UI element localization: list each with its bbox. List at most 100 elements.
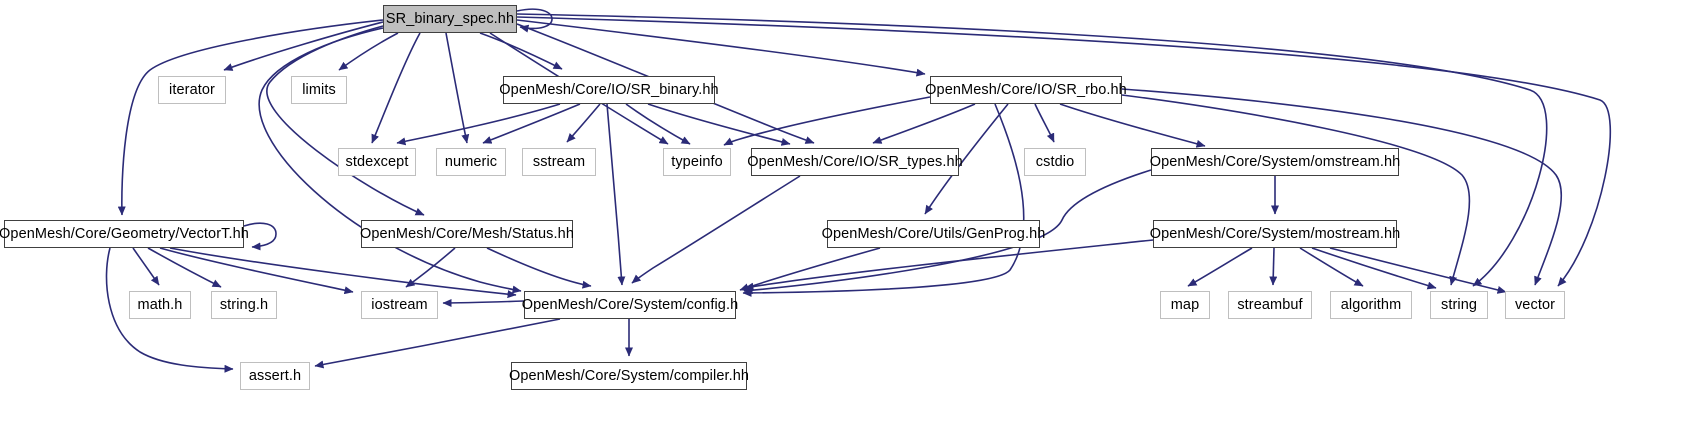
node-genprog-hh[interactable]: OpenMesh/Core/Utils/GenProg.hh <box>822 220 1045 248</box>
node-sr-binary-hh[interactable]: OpenMesh/Core/IO/SR_binary.hh <box>499 76 719 104</box>
edge-root-numeric <box>445 32 470 144</box>
edge-srbinary-sstream <box>566 103 601 143</box>
node-map[interactable]: map <box>1160 291 1210 319</box>
node-vector[interactable]: vector <box>1505 291 1565 319</box>
edges-from-genprog <box>739 247 881 292</box>
edge-vectort-assert <box>105 247 234 373</box>
edges-from-omstream <box>743 169 1279 295</box>
edge-config-iostream <box>442 298 525 307</box>
edge-mostream-vector <box>1329 247 1507 294</box>
node-limits[interactable]: limits <box>291 76 347 104</box>
node-label: vector <box>1514 297 1556 313</box>
node-iostream[interactable]: iostream <box>361 291 438 319</box>
edge-root-vector <box>516 16 1612 287</box>
edge-root-stdexcept <box>371 32 421 144</box>
node-cstdio[interactable]: cstdio <box>1024 148 1086 176</box>
edge-root-iterator <box>223 21 384 71</box>
node-label: stdexcept <box>345 154 409 170</box>
node-label: OpenMesh/Core/IO/SR_types.hh <box>747 154 963 170</box>
node-sstream[interactable]: sstream <box>522 148 596 176</box>
node-label: SR_binary_spec.hh <box>385 11 515 27</box>
node-label: iostream <box>371 297 428 313</box>
node-status-hh[interactable]: OpenMesh/Core/Mesh/Status.hh <box>360 220 574 248</box>
edge-srbinary-stdexcept <box>396 103 561 146</box>
node-sr-types-hh[interactable]: OpenMesh/Core/IO/SR_types.hh <box>747 148 963 176</box>
edge-mostream-map <box>1187 247 1253 287</box>
edge-status-config <box>486 247 592 289</box>
node-label: OpenMesh/Core/System/compiler.hh <box>508 368 750 384</box>
node-sr-binary-spec[interactable]: SR_binary_spec.hh <box>383 5 517 33</box>
edge-vectort-string <box>147 247 222 288</box>
edge-vectort-iostream <box>159 247 354 295</box>
edge-srbinary-config <box>606 103 626 286</box>
node-vectort-hh[interactable]: OpenMesh/Core/Geometry/VectorT.hh <box>0 220 249 248</box>
node-sr-rbo-hh[interactable]: OpenMesh/Core/IO/SR_rbo.hh <box>925 76 1127 104</box>
edges-from-vectort <box>105 222 517 373</box>
node-label: OpenMesh/Core/System/config.h <box>521 297 739 313</box>
edge-status-iostream <box>405 247 456 288</box>
node-label: map <box>1170 297 1200 313</box>
edge-root-srbinary <box>479 32 563 70</box>
node-label: string <box>1440 297 1478 313</box>
node-omstream-hh[interactable]: OpenMesh/Core/System/omstream.hh <box>1149 148 1401 176</box>
edge-srrbo-omstream <box>1059 103 1206 148</box>
edge-srbinary-numeric <box>482 103 581 144</box>
edges-from-status <box>405 247 592 289</box>
edge-srrbo-cstdio <box>1034 103 1055 143</box>
edge-srrbo-string <box>1121 94 1471 286</box>
node-label: OpenMesh/Core/Mesh/Status.hh <box>360 226 574 242</box>
edge-root-srrbo <box>516 19 926 77</box>
node-typeinfo[interactable]: typeinfo <box>663 148 731 176</box>
edge-srrbo-genprog <box>924 103 1009 215</box>
edge-root-root <box>516 8 553 33</box>
edge-omstream-config <box>743 169 1152 295</box>
node-label: OpenMesh/Core/IO/SR_binary.hh <box>499 82 719 98</box>
node-streambuf[interactable]: streambuf <box>1228 291 1312 319</box>
node-label: iterator <box>169 82 215 98</box>
edge-srrbo-vector <box>1121 88 1563 286</box>
node-compiler-hh[interactable]: OpenMesh/Core/System/compiler.hh <box>508 362 750 390</box>
node-label: OpenMesh/Core/System/mostream.hh <box>1149 226 1401 242</box>
edge-srrbo-typeinfo <box>723 96 931 146</box>
node-label: OpenMesh/Core/Utils/GenProg.hh <box>821 226 1046 242</box>
edge-srrbo-config <box>742 103 1025 297</box>
node-numeric[interactable]: numeric <box>436 148 506 176</box>
edge-root-limits <box>338 32 399 71</box>
edge-vectort-vectort <box>243 222 277 251</box>
edges-from-srrbo <box>723 88 1563 297</box>
node-stdexcept[interactable]: stdexcept <box>338 148 416 176</box>
node-label: typeinfo <box>671 154 723 170</box>
node-assert-h[interactable]: assert.h <box>240 362 310 390</box>
node-label: limits <box>302 82 336 98</box>
node-label: string.h <box>219 297 269 313</box>
node-string[interactable]: string <box>1430 291 1488 319</box>
node-label: OpenMesh/Core/System/omstream.hh <box>1149 154 1401 170</box>
edges-from-srtypes <box>631 175 801 284</box>
node-iterator[interactable]: iterator <box>158 76 226 104</box>
edge-srtypes-config <box>631 175 801 284</box>
edge-root-config <box>258 27 522 294</box>
edges-from-config <box>314 298 633 369</box>
edge-srbinary-srtypes <box>647 103 791 146</box>
edges-from-srbinary <box>396 103 791 286</box>
edge-root-vectort <box>117 19 384 216</box>
edge-genprog-config <box>739 247 881 292</box>
edge-vectort-config <box>169 247 517 299</box>
edge-config-assert <box>314 318 561 369</box>
edge-mostream-streambuf <box>1269 247 1278 286</box>
node-math-h[interactable]: math.h <box>129 291 191 319</box>
edge-vectort-math <box>132 247 160 286</box>
edge-mostream-algorithm <box>1299 247 1364 287</box>
edge-root-status <box>266 25 425 216</box>
node-algorithm[interactable]: algorithm <box>1330 291 1412 319</box>
node-config-h[interactable]: OpenMesh/Core/System/config.h <box>521 291 739 319</box>
node-string-h[interactable]: string.h <box>211 291 277 319</box>
node-label: OpenMesh/Core/IO/SR_rbo.hh <box>925 82 1127 98</box>
edge-mostream-string <box>1311 247 1437 290</box>
node-label: cstdio <box>1035 154 1075 170</box>
edges-from-mostream <box>744 239 1507 294</box>
edge-root-string <box>516 13 1548 287</box>
node-mostream-hh[interactable]: OpenMesh/Core/System/mostream.hh <box>1150 220 1400 248</box>
node-label: algorithm <box>1340 297 1402 313</box>
